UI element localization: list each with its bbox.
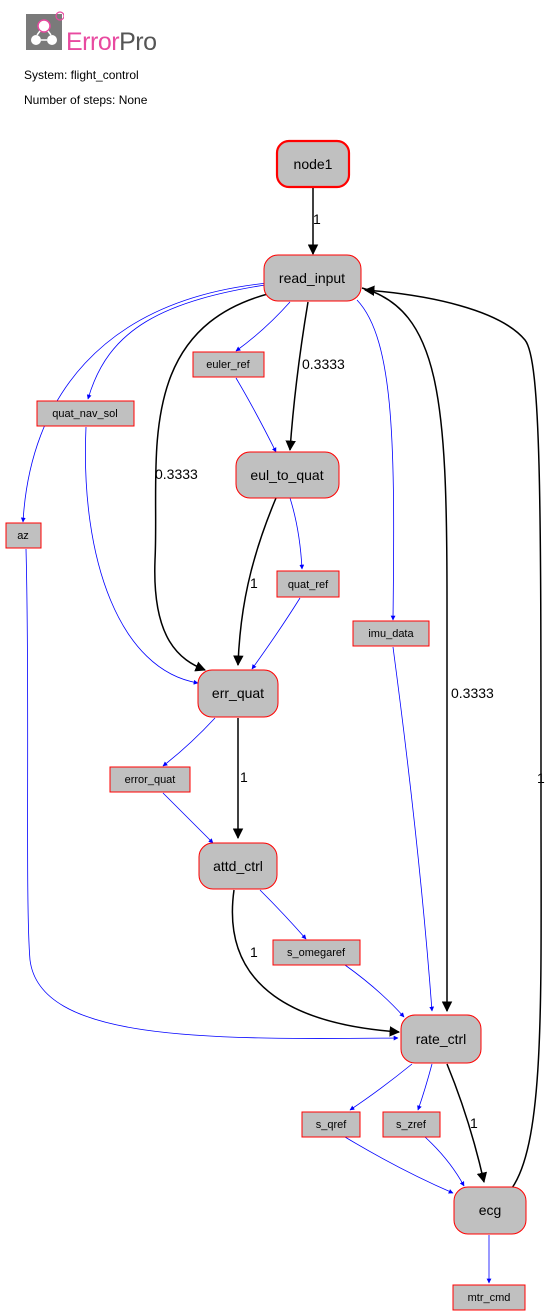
node-err_quat[interactable]: err_quat	[197, 669, 279, 718]
logo-word-error: Error	[66, 28, 120, 56]
edge-err_quat-error_quat	[162, 717, 216, 767]
data-node-az[interactable]: az	[5, 522, 42, 549]
data-node-label: imu_data	[368, 628, 414, 640]
edge-label-eul_to_quat-err_quat: 1	[250, 575, 258, 591]
node-attd_ctrl[interactable]: attd_ctrl	[198, 842, 278, 890]
edge-label-read_input-rate_ctrl: 0.3333	[451, 685, 494, 701]
node-eul_to_quat[interactable]: eul_to_quat	[235, 451, 340, 499]
system-line: System: flight_control	[24, 68, 139, 82]
data-node-label: quat_nav_sol	[52, 408, 117, 420]
edge-attd_ctrl-rate_ctrl	[231, 889, 401, 1037]
data-node-quat_ref[interactable]: quat_ref	[276, 570, 340, 598]
edge-label-rate_ctrl-ecg: 1	[470, 1115, 478, 1131]
edge-imu_data-rate_ctrl	[392, 646, 435, 1012]
node-rate_ctrl[interactable]: rate_ctrl	[400, 1014, 482, 1064]
data-nodes: euler_ref quat_nav_sol az quat_ref imu_d…	[5, 351, 526, 1311]
edge-quat_ref-err_quat	[251, 597, 301, 670]
edge-read_input-err_quat	[154, 289, 286, 672]
edge-eul_to_quat-quat_ref	[289, 497, 305, 570]
data-node-label: euler_ref	[206, 359, 250, 371]
node-label: read_input	[279, 270, 345, 286]
node-read_input[interactable]: read_input	[263, 254, 362, 302]
edge-error_quat-attd_ctrl	[162, 792, 214, 844]
node-ecg[interactable]: ecg	[453, 1186, 527, 1235]
edge-rate_ctrl-ecg	[446, 1063, 488, 1184]
edge-label-read_input-err_quat: 0.3333	[155, 466, 198, 482]
edge-read_input-quat_nav_sol	[86, 282, 279, 400]
data-node-label: az	[17, 530, 29, 542]
data-node-quat_nav_sol[interactable]: quat_nav_sol	[36, 400, 135, 427]
steps-line: Number of steps: None	[24, 93, 148, 107]
data-node-s_qref[interactable]: s_qref	[301, 1111, 361, 1138]
edge-s_omegaref-rate_ctrl	[344, 964, 405, 1018]
edge-read_input-eul_to_quat	[285, 301, 309, 452]
node-label: node1	[294, 156, 333, 172]
edge-read_input-rate_ctrl	[361, 287, 453, 1013]
data-node-label: s_qref	[316, 1119, 348, 1131]
data-node-error_quat[interactable]: error_quat	[109, 766, 191, 793]
edge-euler_ref-eul_to_quat	[235, 377, 277, 453]
errorpro-logo: ErrorPro	[24, 10, 174, 58]
edge-read_input-euler_ref	[235, 301, 291, 352]
node-label: ecg	[479, 1202, 502, 1218]
edge-s_zref-ecg	[424, 1136, 465, 1187]
edge-ecg-read_input	[363, 285, 542, 1189]
edge-az-rate_ctrl	[25, 548, 399, 1041]
edge-label-err_quat-attd_ctrl: 1	[240, 769, 248, 785]
data-node-label: error_quat	[125, 774, 176, 786]
data-node-label: mtr_cmd	[468, 1292, 511, 1304]
edge-rate_ctrl-s_zref	[417, 1063, 433, 1111]
control-edges	[154, 187, 542, 1189]
data-edges	[20, 282, 492, 1284]
node-node1[interactable]: node1	[275, 139, 351, 189]
data-node-label: s_omegaref	[287, 947, 346, 959]
edge-label-attd_ctrl-rate_ctrl: 1	[250, 944, 258, 960]
logo-wordmark: ErrorPro	[66, 28, 157, 56]
edge-label-node1-read_input: 1	[313, 211, 321, 227]
edge-s_qref-ecg	[344, 1136, 454, 1194]
edge-read_input-imu_data	[356, 299, 396, 621]
data-node-label: s_zref	[396, 1119, 427, 1131]
node-label: eul_to_quat	[250, 467, 323, 483]
data-node-mtr_cmd[interactable]: mtr_cmd	[452, 1284, 526, 1311]
edge-label-ecg-read_input: 1	[537, 770, 545, 786]
function-nodes: node1 read_input eul_to_quat err_quat at…	[197, 139, 527, 1235]
edge-read_input-az	[20, 282, 269, 523]
data-node-euler_ref[interactable]: euler_ref	[192, 351, 265, 378]
edge-attd_ctrl-s_omegaref	[259, 889, 307, 940]
node-label: rate_ctrl	[416, 1031, 467, 1047]
data-node-s_omegaref[interactable]: s_omegaref	[272, 939, 361, 966]
edge-rate_ctrl-s_qref	[349, 1063, 413, 1111]
data-node-imu_data[interactable]: imu_data	[352, 620, 430, 647]
node-label: attd_ctrl	[213, 858, 263, 874]
edge-labels: 1 0.3333 0.3333 0.3333 1 1 1 1 1	[155, 211, 545, 1131]
data-node-label: quat_ref	[288, 579, 329, 591]
node-label: err_quat	[212, 685, 264, 701]
data-node-s_zref[interactable]: s_zref	[382, 1111, 441, 1138]
logo-graph-icon	[26, 11, 64, 50]
edge-label-read_input-eul_to_quat: 0.3333	[302, 356, 345, 372]
logo-word-pro: Pro	[119, 28, 157, 56]
edge-eul_to_quat-err_quat	[233, 497, 277, 667]
edge-quat_nav_sol-err_quat	[85, 426, 199, 685]
